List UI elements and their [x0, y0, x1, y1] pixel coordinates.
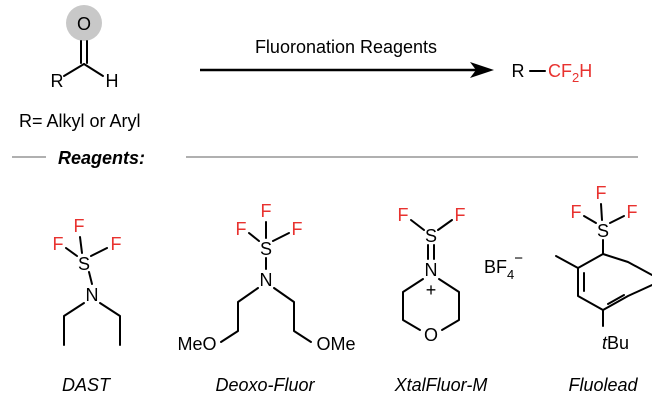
bond-c-r [63, 63, 85, 77]
fluolead-f-left: F [571, 202, 582, 222]
fluolead-f-top: F [596, 183, 607, 203]
counterion-subscript: 4 [507, 267, 514, 282]
xtal-f-right: F [455, 205, 466, 225]
fluolead-ring-inner-bottom [607, 294, 625, 305]
fluolead-aryl-ring [577, 253, 652, 311]
dast-f-left: F [53, 234, 64, 254]
xtal-morpholine-ring [402, 278, 424, 331]
product-cf: CF [548, 61, 572, 81]
xtal-s: S [425, 226, 437, 246]
xtalfluor-m-name: XtalFluor-M [394, 375, 488, 395]
dast-s: S [78, 254, 90, 274]
counterion-bf: BF [484, 257, 507, 277]
xtalfluor-m-structure: F F S N + O BF4− [398, 205, 524, 345]
fluolead-structure: F F F S tBu [555, 183, 652, 353]
xtal-bond-s-fleft [410, 219, 425, 231]
fluolead-tbu-t: t [602, 333, 608, 353]
dast-structure: F F F S N [53, 216, 122, 346]
product-structure: R CF2H [512, 61, 593, 85]
deoxo-ome-label: OMe [316, 334, 355, 354]
deoxo-bond-s-fright [272, 232, 290, 242]
counterion-charge: − [514, 250, 523, 267]
xtal-bond-s-fright [437, 219, 453, 231]
fluolead-bond-s-fright [609, 215, 625, 224]
deoxo-n: N [260, 270, 273, 290]
fluolead-methyl-left [555, 255, 579, 269]
deoxo-f-top: F [261, 201, 272, 221]
deoxo-fluor-structure: F F F S N MeO OMe [177, 201, 355, 354]
fluolead-tbu-bu: Bu [607, 333, 629, 353]
xtal-n: N [425, 260, 438, 280]
fluolead-tbu-label: tBu [602, 333, 629, 353]
fluolead-bond-s-ftop [600, 203, 603, 221]
deoxo-bond-s-fleft [248, 232, 260, 242]
dast-bond-s-fright [90, 247, 108, 257]
dast-ethyl-left [63, 302, 85, 346]
dast-f-right: F [111, 234, 122, 254]
xtal-ring-oxygen: O [424, 325, 438, 345]
substituent-r-label: R [51, 71, 64, 91]
xtal-counterion: BF4− [484, 250, 523, 282]
deoxo-f-left: F [236, 219, 247, 239]
r-definition: R= Alkyl or Aryl [19, 111, 141, 131]
xtal-morpholine-ring-right [438, 278, 460, 331]
product-r-label: R [512, 61, 525, 81]
deoxo-fluor-name: Deoxo-Fluor [215, 375, 315, 395]
fluolead-s: S [597, 221, 609, 241]
deoxo-meo-label: MeO [177, 334, 216, 354]
carbonyl-highlight [66, 5, 102, 41]
dast-f-top: F [74, 216, 85, 236]
fluolead-f-right: F [627, 202, 638, 222]
dast-bond-s-n [88, 271, 93, 285]
carbonyl-oxygen-label: O [77, 14, 91, 34]
aldehyde-h-label: H [106, 71, 119, 91]
section-title: Reagents: [58, 148, 145, 168]
deoxo-s: S [260, 239, 272, 259]
dast-bond-s-fleft [65, 247, 78, 257]
dast-bond-s-ftop [79, 236, 83, 254]
aldehyde-structure: O R H [51, 5, 119, 91]
reagent-label: Fluoronation Reagents [255, 37, 437, 57]
product-subscript: 2 [572, 70, 579, 85]
product-cf2h-group: CF2H [548, 61, 592, 85]
dast-name: DAST [62, 375, 112, 395]
xtal-charge: + [426, 280, 437, 300]
xtal-f-left: F [398, 205, 409, 225]
dast-ethyl-right [99, 302, 121, 346]
fluolead-bond-s-fleft [583, 215, 597, 224]
dast-n: N [86, 285, 99, 305]
bond-c-h [83, 63, 104, 77]
deoxo-f-right: F [292, 219, 303, 239]
reaction-arrow-head [470, 62, 494, 78]
product-h: H [579, 61, 592, 81]
deoxo-arm-right [273, 287, 312, 343]
fluolead-name: Fluolead [568, 375, 638, 395]
deoxo-arm-left [220, 287, 259, 343]
